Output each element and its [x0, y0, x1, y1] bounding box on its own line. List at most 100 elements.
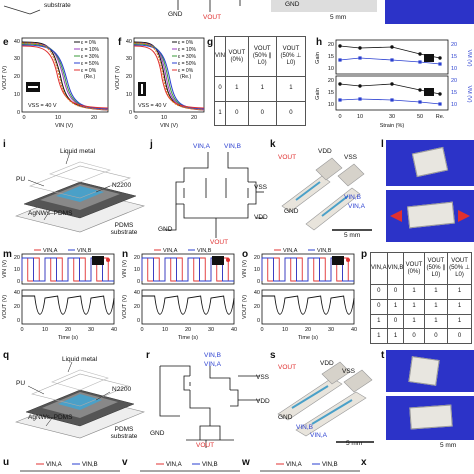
- f-xtick-2: 20: [191, 115, 197, 121]
- top-scale-label: 5 mm: [330, 14, 347, 21]
- n-xlabel: Time (s): [178, 335, 198, 341]
- h-line-3: [339, 98, 441, 105]
- o-strain-dot: [346, 258, 350, 262]
- q-liquid-metal: Liquid metal: [62, 356, 98, 363]
- q-n2200: N2200: [112, 386, 132, 393]
- e-legend-1: ε = 10%: [81, 47, 99, 53]
- panel-label-s: s: [270, 350, 276, 361]
- f-ytick-0: 0: [129, 110, 132, 116]
- h-mark-1-1: [358, 56, 362, 60]
- bottom-legend-w: VIN,A VIN,B: [260, 462, 360, 472]
- j-vdd: VDD: [254, 214, 268, 221]
- g-r1c3: 0: [275, 100, 307, 126]
- o-output: [262, 295, 355, 315]
- e-xtick-2: 20: [91, 115, 97, 121]
- h-ytl-2: 10: [328, 66, 334, 72]
- m-legend-a: VIN,A: [43, 248, 58, 254]
- svg-text:VIN,B: VIN,B: [82, 462, 98, 468]
- h-ytl-0: 20: [328, 42, 334, 48]
- e-ytick-1: 10: [14, 92, 20, 98]
- g-r0c3: 1: [275, 76, 307, 102]
- h-mark-0-3: [418, 52, 422, 56]
- svg-text:VIN,B: VIN,B: [202, 462, 218, 468]
- e-ytick-2: 20: [14, 74, 20, 80]
- n-ylabel-in: VIN (V): [122, 260, 128, 278]
- n-ytick-out-2: 0: [137, 318, 140, 324]
- panel-label-m: m: [3, 249, 12, 260]
- h-device-icon-bot: [424, 88, 434, 96]
- top-photo-gnd: GND: [285, 1, 300, 8]
- svg-text:VIN,A: VIN,A: [166, 462, 182, 468]
- f-legend-1: ε = 10%: [178, 47, 196, 53]
- g-r0c0: 0: [213, 76, 227, 102]
- h-mark-2-0: [338, 82, 342, 86]
- h-ylabel-right-top: VM (V): [466, 49, 472, 66]
- e-legend-3: ε = 50%: [81, 61, 99, 67]
- panel-label-j: j: [150, 139, 153, 150]
- o-xtick-3: 30: [328, 327, 334, 333]
- circuit-j: [164, 152, 264, 238]
- g-h2: VOUT (50% ∥ L0): [247, 36, 277, 77]
- f-ytick-2: 20: [126, 74, 132, 80]
- f-legend-4: ε = 0%: [178, 68, 194, 74]
- h-ylabel-left-bot: Gain: [315, 88, 321, 100]
- h-mark-1-3: [418, 60, 422, 64]
- e-ytick-3: 30: [14, 56, 20, 62]
- j-vss: VSS: [254, 184, 268, 191]
- top-photo-2: [385, 0, 474, 24]
- h-ybl-0: 20: [328, 78, 334, 84]
- m-ytick-in-2: 0: [17, 279, 20, 285]
- p-h2: VOUT (0%): [403, 252, 425, 285]
- o-device-icon: [332, 256, 344, 265]
- h-mark-0-0: [338, 44, 342, 48]
- o-legend-b: VIN,B: [317, 248, 332, 254]
- r-gnd: GND: [150, 430, 165, 437]
- m-ylabel-out: VOUT (V): [2, 295, 8, 319]
- panel-label-l: l: [381, 139, 384, 150]
- h-ytl-1: 15: [328, 54, 334, 60]
- h-mark-3-2: [390, 98, 394, 102]
- o-xtick-4: 40: [351, 327, 357, 333]
- m-xtick-2: 20: [65, 327, 71, 333]
- t-scale: 5 mm: [440, 442, 457, 449]
- k-vdd: VDD: [318, 148, 332, 155]
- e-xtick-0: 0: [22, 115, 25, 121]
- h-ylabel-right-bot: VM (V): [466, 85, 472, 102]
- h-ytr-1: 15: [451, 54, 457, 60]
- q-agnws: AgNWs–PDMS: [28, 414, 73, 421]
- k-vout: VOUT: [278, 154, 297, 161]
- panel-label-k: k: [270, 139, 276, 150]
- m-ytick-out-2: 0: [17, 318, 20, 324]
- m-ytick-out-0: 40: [14, 290, 20, 296]
- panel-label-o: o: [242, 249, 249, 260]
- h-ylabel-left-top: Gain: [315, 52, 321, 64]
- device-schematic-i: [15, 151, 145, 233]
- e-xlabel: VIN (V): [55, 123, 73, 129]
- panel-label-g: g: [207, 37, 214, 48]
- m-xtick-0: 0: [20, 327, 23, 333]
- f-legend-2: ε = 30%: [178, 54, 196, 60]
- g-r1c1: 0: [225, 100, 249, 126]
- j-vinb: VIN,B: [224, 143, 241, 150]
- h-mark-2-2: [390, 82, 394, 86]
- h-xlabel: Strain (%): [380, 123, 405, 129]
- n-ytick-out-1: 20: [134, 304, 140, 310]
- h-mark-3-4: [438, 102, 442, 106]
- n-output: [142, 295, 235, 315]
- k-vss: VSS: [344, 154, 358, 161]
- g-h0: VIN: [213, 36, 227, 77]
- e-legend-5: (Re.): [84, 74, 95, 80]
- o-ytick-out-2: 0: [257, 318, 260, 324]
- m-frame-out: [21, 289, 115, 325]
- top-device-sketch: [3, 5, 41, 15]
- q-pdms: PDMS: [114, 426, 134, 433]
- f-legend-3: ε = 50%: [178, 61, 196, 67]
- m-ylabel-in: VIN (V): [2, 260, 8, 278]
- n-xtick-0: 0: [140, 327, 143, 333]
- s-vina: VIN,A: [310, 432, 327, 439]
- s-gnd: GND: [278, 414, 293, 421]
- panel-label-e: e: [3, 37, 9, 48]
- s-vinb: VIN,B: [296, 424, 313, 431]
